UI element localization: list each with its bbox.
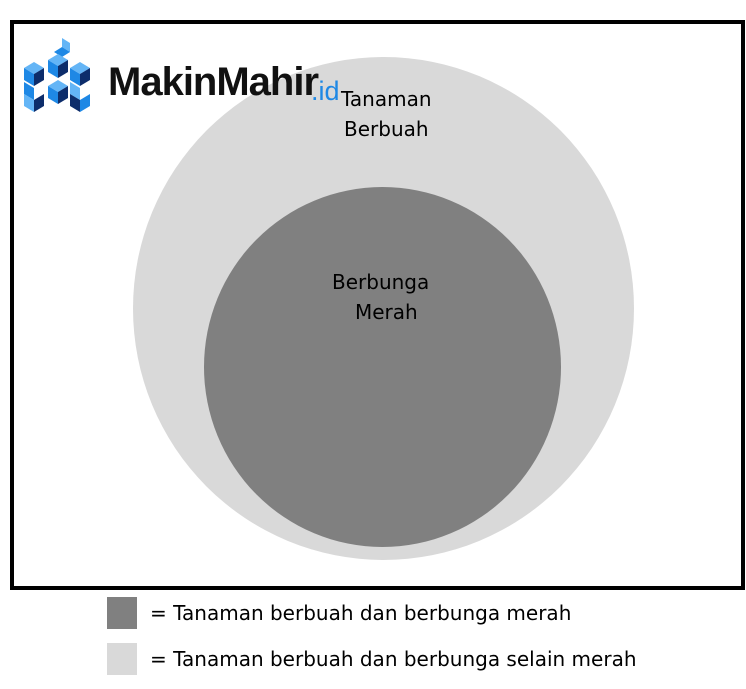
inner-circle-berbunga-merah xyxy=(204,187,561,547)
inner-circle-label-line1: Berbunga xyxy=(332,270,430,294)
legend-swatch-dark xyxy=(107,597,137,629)
inner-circle-label-line2: Merah xyxy=(355,300,418,324)
logo-wordmark: MakinMahir xyxy=(108,60,319,104)
cube-logo-icon xyxy=(24,38,90,112)
diagram-frame: Tanaman Berbuah Berbunga Merah Makin xyxy=(10,20,745,590)
legend-text: = Tanaman berbuah dan berbunga selain me… xyxy=(150,647,637,671)
makinmahir-logo: MakinMahir .id xyxy=(22,34,352,118)
outer-circle-label-line2: Berbuah xyxy=(344,117,429,141)
outer-circle-label-line1: Tanaman xyxy=(341,87,432,111)
legend-text: = Tanaman berbuah dan berbunga merah xyxy=(150,601,572,625)
logo-domain-suffix: .id xyxy=(311,76,340,106)
legend-swatch-light xyxy=(107,643,137,675)
